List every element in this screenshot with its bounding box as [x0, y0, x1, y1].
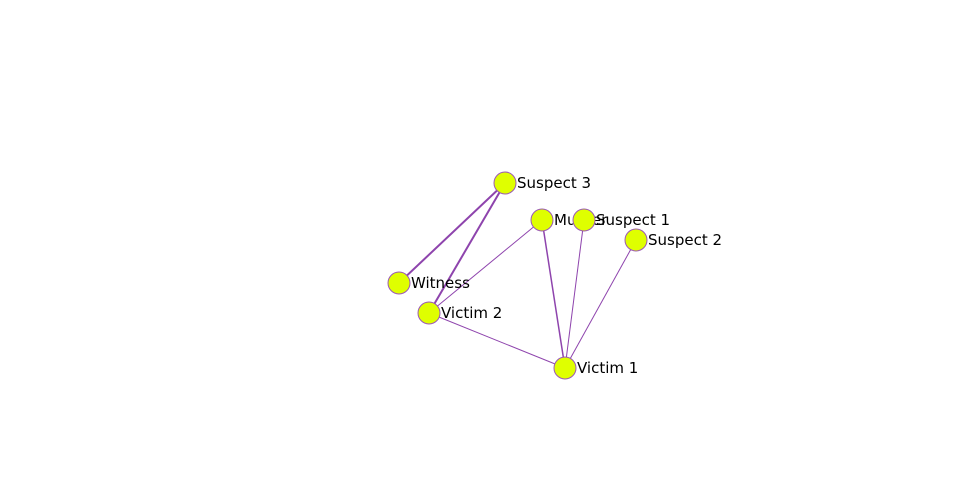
edge-victim2-victim1	[428, 312, 566, 369]
edge-suspect3-witness	[398, 182, 506, 284]
edges-layer	[398, 182, 637, 369]
node-suspect2[interactable]: Suspect 2	[624, 228, 722, 252]
edge-suspect1-victim1	[564, 219, 585, 369]
node-circle-suspect2[interactable]	[624, 228, 648, 252]
node-label-victim1: Victim 1	[577, 359, 638, 377]
edge-murder-victim2	[428, 219, 543, 314]
node-label-witness: Witness	[411, 274, 470, 292]
node-circle-victim2[interactable]	[417, 301, 441, 325]
node-circle-murder[interactable]	[530, 208, 554, 232]
node-suspect1[interactable]: Suspect 1	[572, 208, 670, 232]
node-label-suspect3: Suspect 3	[517, 174, 591, 192]
node-label-victim2: Victim 2	[441, 304, 502, 322]
node-label-suspect2: Suspect 2	[648, 231, 722, 249]
node-victim2[interactable]: Victim 2	[417, 301, 502, 325]
node-label-suspect1: Suspect 1	[596, 211, 670, 229]
node-circle-suspect1[interactable]	[572, 208, 596, 232]
node-victim1[interactable]: Victim 1	[553, 356, 638, 380]
node-witness[interactable]: Witness	[387, 271, 470, 295]
node-suspect3[interactable]: Suspect 3	[493, 171, 591, 195]
edge-suspect2-victim1	[564, 239, 637, 369]
edge-murder-victim1	[541, 219, 566, 369]
node-circle-victim1[interactable]	[553, 356, 577, 380]
edge-suspect3-victim2	[428, 182, 506, 314]
node-circle-suspect3[interactable]	[493, 171, 517, 195]
node-circle-witness[interactable]	[387, 271, 411, 295]
